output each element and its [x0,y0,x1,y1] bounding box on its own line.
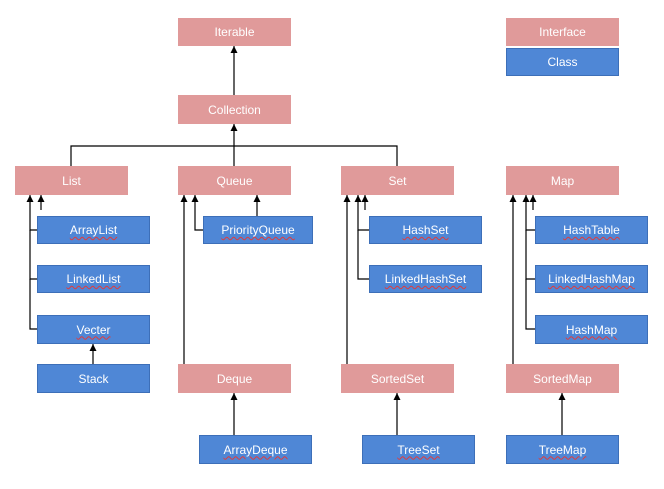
edge-linkedhashset-to-set [357,230,369,280]
node-queue-label: Queue [216,173,253,188]
node-linkedhashmap: LinkedHashMap [535,265,648,293]
node-collection: Collection [178,95,291,124]
node-deque-label: Deque [216,371,253,386]
node-treeset-label: TreeSet [397,442,440,457]
edge-hashset-to-set [354,195,369,231]
node-hashmap: HashMap [535,315,648,344]
node-sortedmap-label: SortedMap [533,371,592,386]
legend-class: Class [506,48,619,76]
node-queue: Queue [178,166,291,195]
edge-linkedlist-to-list [29,230,37,280]
node-sortedset: SortedSet [341,364,454,393]
node-list-label: List [62,173,81,188]
node-set-label: Set [388,173,407,188]
node-priorityqueue: PriorityQueue [203,216,313,244]
edge-hashtable-to-map [522,195,535,231]
node-set: Set [341,166,454,195]
node-linkedhashset-label: LinkedHashSet [384,272,467,286]
node-hashtable: HashTable [535,216,648,244]
node-vecter-label: Vecter [76,322,111,337]
node-collection-label: Collection [208,102,261,117]
node-linkedhashmap-label: LinkedHashMap [548,272,635,286]
node-arraydeque-label: ArrayDeque [223,442,288,457]
edge-priorityqueue-to-queue [191,195,203,231]
legend-interface: Interface [506,18,619,46]
node-treemap-label: TreeMap [538,442,587,457]
node-map-label: Map [550,173,575,188]
node-linkedlist-label: LinkedList [66,272,121,286]
node-map: Map [506,166,619,195]
node-hashset-label: HashSet [402,223,449,237]
node-sortedmap: SortedMap [506,364,619,393]
node-hashmap-label: HashMap [565,322,618,337]
node-list: List [15,166,128,195]
node-hashset: HashSet [369,216,482,244]
node-treemap: TreeMap [506,435,619,464]
node-deque: Deque [178,364,291,393]
node-stack: Stack [37,364,150,393]
node-linkedlist: LinkedList [37,265,150,293]
edge-hashmap-to-map [525,279,535,330]
node-iterable-label: Iterable [214,25,255,39]
node-treeset: TreeSet [362,435,475,464]
node-vecter: Vecter [37,315,150,344]
node-arraylist: ArrayList [37,216,150,244]
node-sortedset-label: SortedSet [370,371,425,386]
edge-linkedhashmap-to-map [525,230,535,280]
node-hashtable-label: HashTable [563,223,620,237]
node-iterable: Iterable [178,18,291,46]
node-arraylist-label: ArrayList [69,223,118,237]
node-priorityqueue-label: PriorityQueue [221,223,295,237]
node-linkedhashset: LinkedHashSet [369,265,482,293]
edge-vecter-to-list [29,279,37,330]
edge-arraylist-to-list [26,195,37,231]
node-stack-label: Stack [78,371,109,386]
node-arraydeque: ArrayDeque [199,435,312,464]
